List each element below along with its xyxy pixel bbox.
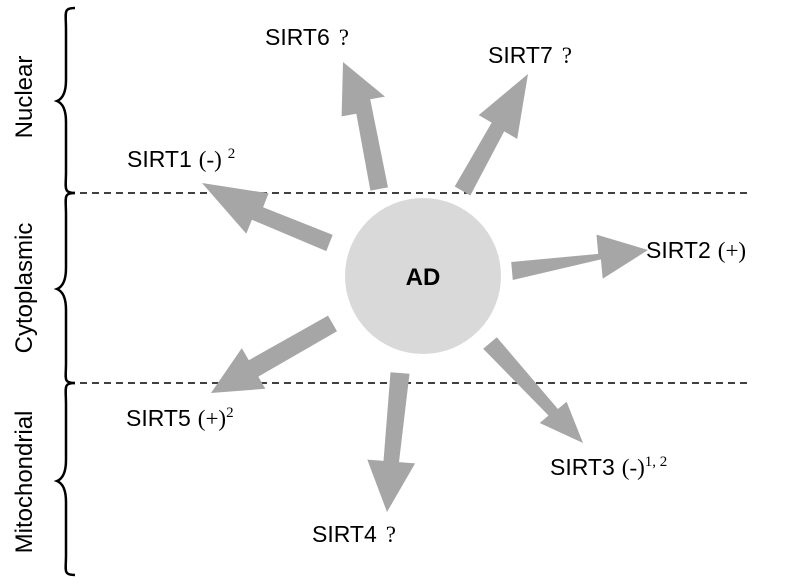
sirt7-effect: ? (562, 43, 572, 68)
sirt2-effect: (+) (718, 238, 746, 263)
sirt3-ref: 1, 2 (645, 454, 668, 470)
arrow-sirt2 (511, 234, 648, 280)
ad-label: AD (406, 264, 441, 291)
ad-circle (345, 198, 501, 354)
arrow-sirt1 (202, 183, 333, 252)
sirt3-label: SIRT3 (-)1, 2 (550, 454, 667, 480)
sirt5-effect: (+) (198, 406, 226, 431)
sirt5-name: SIRT5 (126, 405, 191, 431)
sirt6-name: SIRT6 (265, 24, 330, 50)
region-label-cytoplasmic: Cytoplasmic (11, 223, 38, 354)
region-braces (53, 6, 76, 577)
sirt2-label: SIRT2 (+) (646, 237, 746, 263)
arrow-sirt5 (211, 315, 337, 393)
arrow-sirt7 (454, 74, 528, 196)
mitochondrial-brace (53, 381, 76, 577)
region-label-mitochondrial: Mitochondrial (11, 411, 38, 554)
arrow-sirt6 (341, 62, 388, 191)
sirt5-ref: 2 (226, 405, 234, 421)
sirt3-effect: (-) (622, 455, 645, 480)
cytoplasmic-brace (53, 191, 76, 385)
sirt7-name: SIRT7 (488, 42, 553, 68)
arrow-sirt3 (483, 337, 583, 443)
sirt4-effect: ? (386, 522, 396, 547)
sirt1-effect: (-) (199, 147, 222, 172)
sirt5-label: SIRT5 (+)2 (126, 405, 234, 431)
sirt6-effect: ? (339, 25, 349, 50)
sirt1-label: SIRT1 (-) 2 (127, 146, 235, 172)
arrow-sirt4 (367, 372, 416, 512)
sirt1-ref: 2 (228, 146, 236, 162)
sirt4-name: SIRT4 (312, 521, 377, 547)
sirt3-name: SIRT3 (550, 454, 615, 480)
sirt1-name: SIRT1 (127, 146, 192, 172)
nuclear-brace (53, 6, 76, 195)
sirt7-label: SIRT7? (488, 42, 572, 68)
sirt6-label: SIRT6? (265, 24, 349, 50)
sirt2-name: SIRT2 (646, 237, 711, 263)
region-label-nuclear: Nuclear (11, 56, 38, 139)
sirt4-label: SIRT4? (312, 521, 396, 547)
